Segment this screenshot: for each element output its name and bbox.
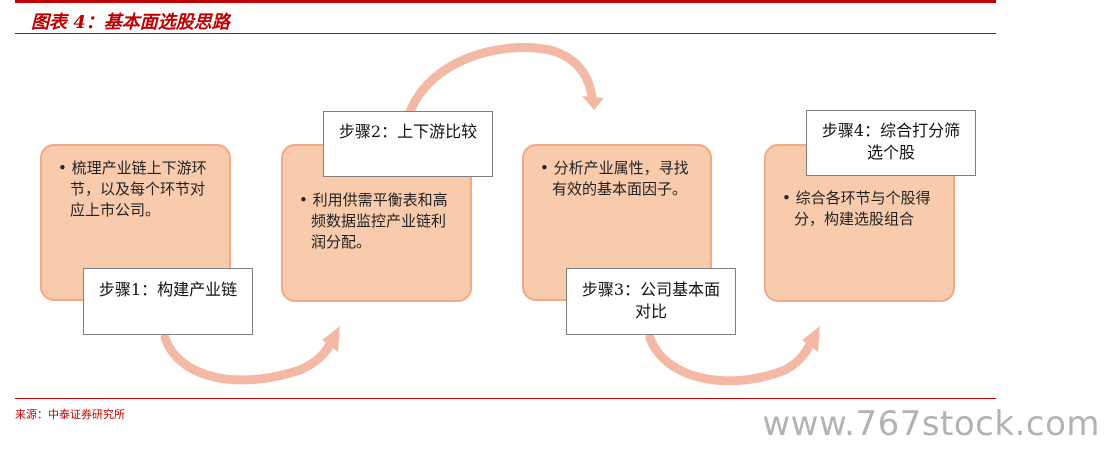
card-step1-text: 梳理产业链上下游环节，以及每个环节对应上市公司。 [70, 158, 217, 221]
arrowhead-2 [582, 96, 604, 110]
card-step3-text: 分析产业属性，寻找有效的基本面因子。 [552, 158, 698, 200]
step2-label: 步骤2：上下游比较 [323, 111, 493, 177]
step1-label: 步骤1：构建产业链 [83, 268, 253, 335]
arrowhead-3 [802, 326, 820, 352]
arrow-step3-to-step4 [645, 333, 815, 386]
arrowhead-1 [322, 326, 340, 352]
watermark: www.767stock.com [762, 404, 1100, 444]
card-step4-text: 综合各环节与个股得分，构建选股组合 [794, 188, 941, 230]
figure-title-bar: 图表 4：基本面选股思路 [15, 0, 996, 34]
step4-label: 步骤4：综合打分筛选个股 [806, 110, 976, 176]
figure-title: 图表 4：基本面选股思路 [31, 12, 230, 33]
source-note: 来源：中泰证券研究所 [15, 408, 125, 421]
footer-rule [15, 398, 996, 399]
arrow-step2-to-step3 [405, 43, 597, 117]
step3-label: 步骤3：公司基本面对比 [566, 268, 736, 335]
arrow-step1-to-step2 [160, 333, 335, 385]
card-step2-text: 利用供需平衡表和高频数据监控产业链利润分配。 [311, 190, 458, 253]
